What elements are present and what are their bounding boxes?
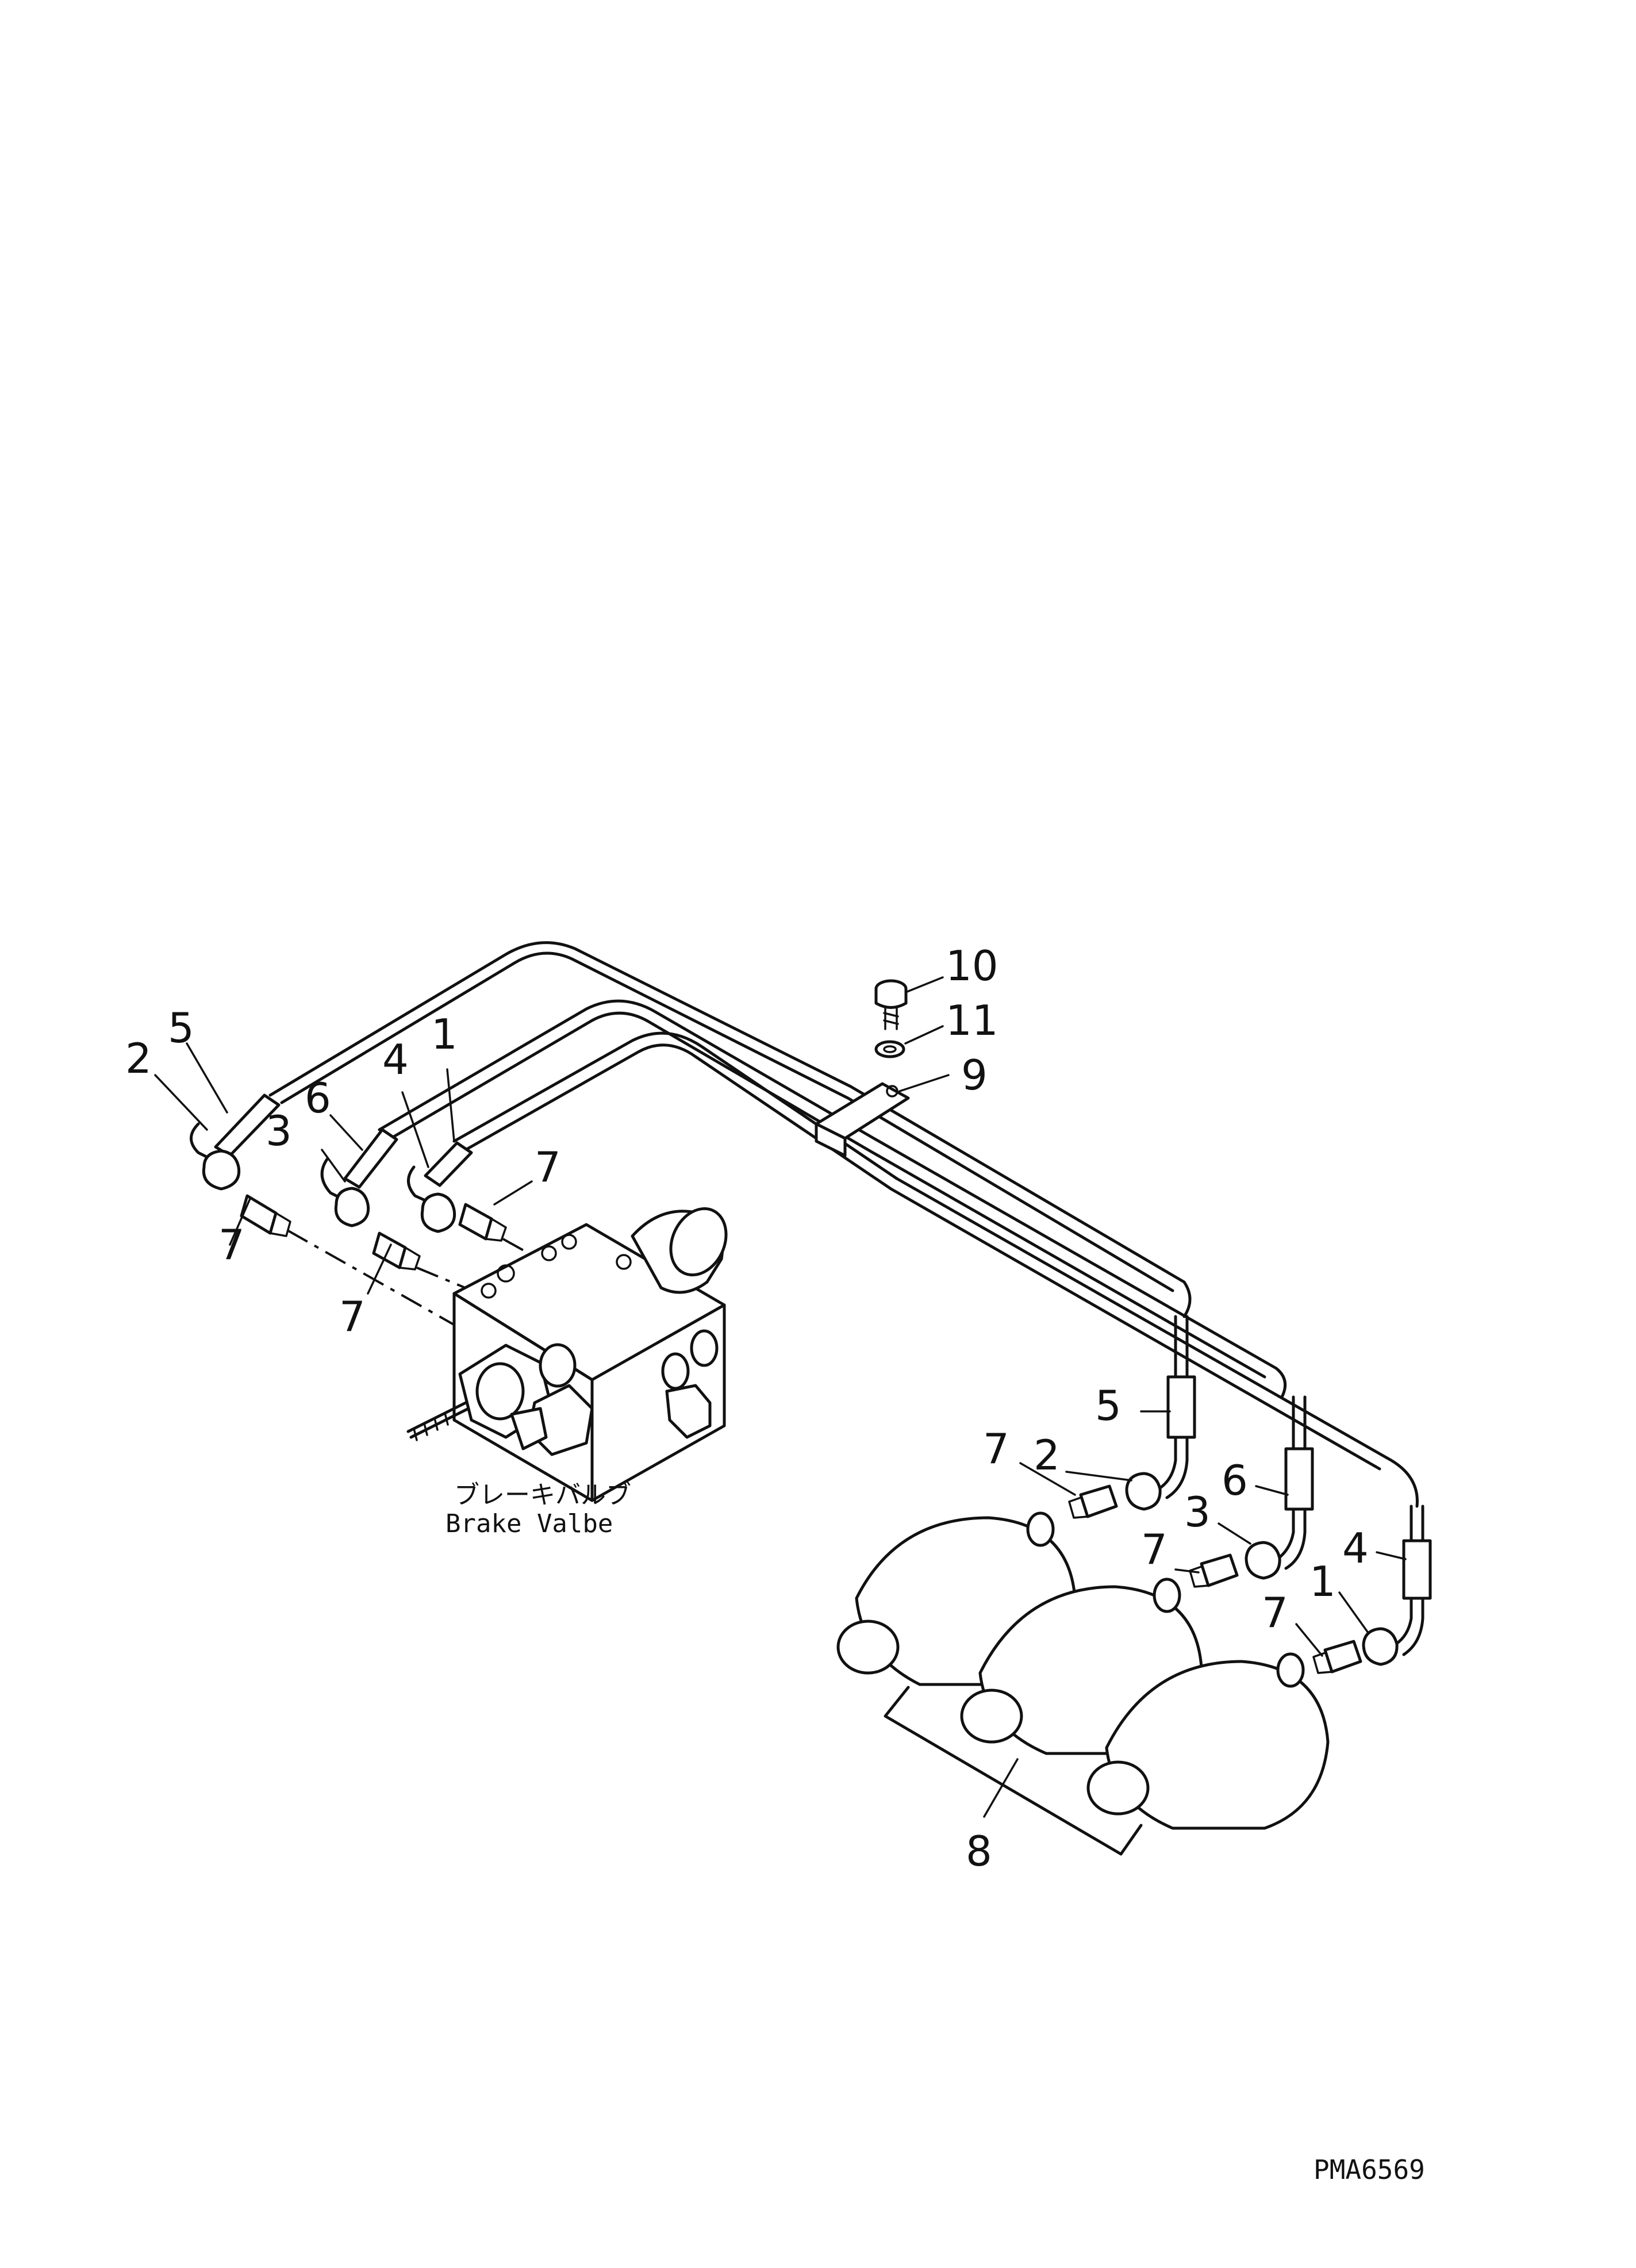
valve-caption-jp: ブレーキバルブ bbox=[454, 1480, 631, 1510]
callout-left-3: 3 bbox=[266, 1107, 292, 1155]
brake-valve bbox=[406, 1207, 728, 1502]
callout-right-7b: 7 bbox=[1141, 1525, 1168, 1574]
drawing-code: PMA6569 bbox=[1314, 2154, 1425, 2185]
brake-tubes bbox=[268, 941, 1424, 1542]
callout-left-2: 2 bbox=[125, 1034, 152, 1083]
connection-line bbox=[502, 1238, 575, 1280]
callout-numbers: 2 5 6 3 4 1 7 7 7 10 11 9 5 2 7 6 3 7 4 … bbox=[125, 942, 1369, 1875]
callout-right-1: 1 bbox=[1309, 1557, 1336, 1606]
callout-left-7a: 7 bbox=[218, 1221, 245, 1269]
callout-top-11: 11 bbox=[946, 996, 999, 1045]
callout-left-7c: 7 bbox=[535, 1143, 561, 1191]
right-adapters bbox=[1068, 1484, 1362, 1674]
callout-left-7b: 7 bbox=[339, 1292, 366, 1341]
leader-lines bbox=[154, 976, 1407, 1818]
left-adapters bbox=[240, 1194, 507, 1271]
tube-clamp bbox=[815, 1082, 910, 1157]
callout-top-10: 10 bbox=[946, 942, 999, 990]
callout-right-5: 5 bbox=[1095, 1381, 1122, 1430]
callout-left-6: 6 bbox=[305, 1074, 331, 1122]
callout-right-7c: 7 bbox=[1262, 1588, 1288, 1637]
callout-top-9: 9 bbox=[961, 1051, 988, 1099]
washer-icon bbox=[874, 1040, 905, 1058]
callout-accumulator-8: 8 bbox=[966, 1827, 992, 1875]
callout-right-3: 3 bbox=[1184, 1488, 1211, 1536]
callout-right-6: 6 bbox=[1222, 1456, 1248, 1505]
bolt-icon bbox=[874, 979, 908, 1030]
callout-right-2: 2 bbox=[1034, 1431, 1060, 1479]
right-tube-ends bbox=[1125, 1375, 1432, 1666]
accumulators bbox=[836, 1511, 1330, 1856]
callout-left-4: 4 bbox=[382, 1035, 409, 1084]
left-tube-ends bbox=[190, 1093, 473, 1233]
callout-right-4: 4 bbox=[1342, 1524, 1369, 1572]
valve-caption-en: Brake Valbe bbox=[446, 1509, 613, 1538]
callout-right-7a: 7 bbox=[983, 1425, 1009, 1473]
callout-left-5: 5 bbox=[168, 1004, 194, 1052]
callout-left-1: 1 bbox=[431, 1010, 458, 1058]
